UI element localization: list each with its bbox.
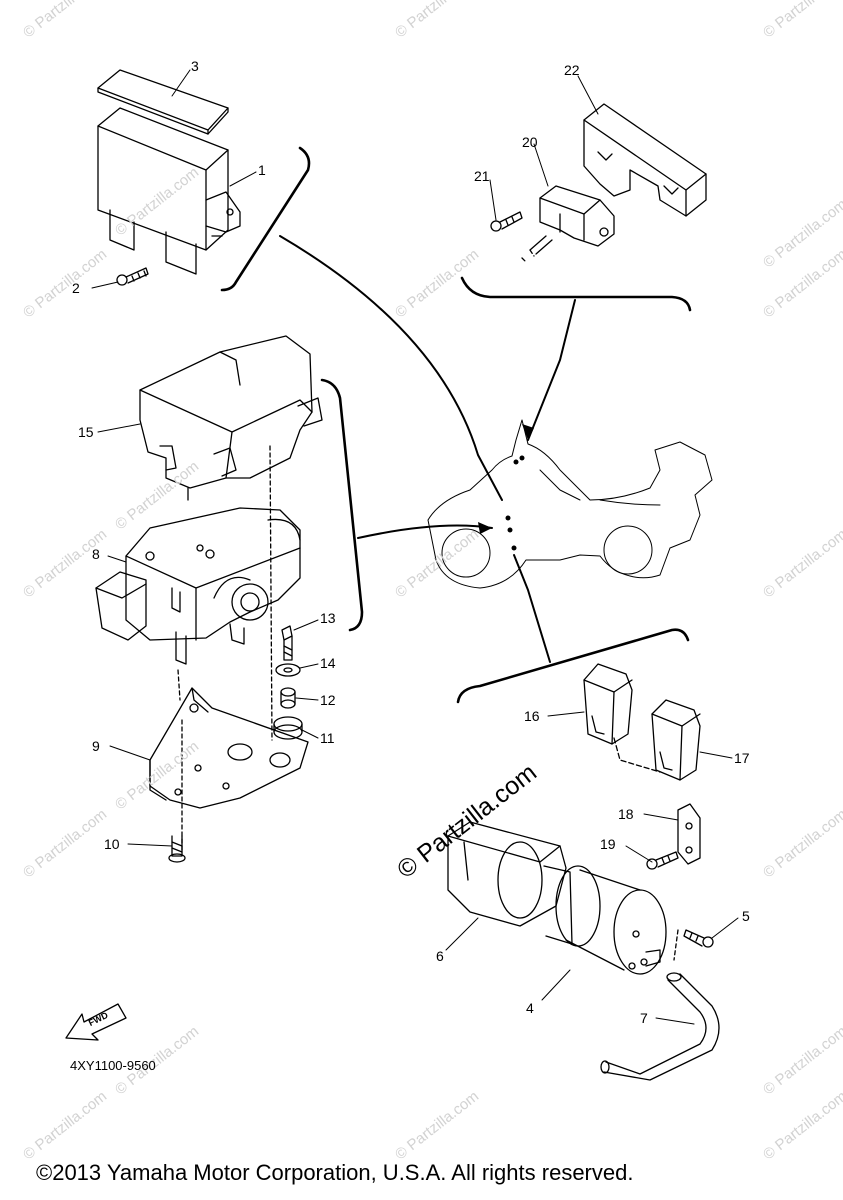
- callout-13: 13: [320, 610, 336, 626]
- callout-8: 8: [92, 546, 100, 562]
- callout-20: 20: [522, 134, 538, 150]
- callout-16: 16: [524, 708, 540, 724]
- callout-17: 17: [734, 750, 750, 766]
- fwd-arrow-icon: [65, 1003, 127, 1041]
- group-brackets: [220, 146, 692, 704]
- leader-top-right: [527, 299, 576, 441]
- part-3-pad: [97, 69, 229, 135]
- diagram-code: 4XY1100-9560: [70, 1058, 156, 1073]
- part-18-plate: [677, 803, 701, 865]
- part-15-cover: [139, 335, 323, 501]
- part-22-cover: [583, 103, 707, 217]
- part-21-screw: [490, 211, 523, 232]
- callout-10: 10: [104, 836, 120, 852]
- part-12-collar: [280, 687, 296, 709]
- leader-arrowheads: [478, 424, 534, 534]
- callout-12: 12: [320, 692, 336, 708]
- part-13-bolt: [281, 625, 293, 661]
- bracket-top-left: [220, 146, 311, 292]
- callout-7: 7: [640, 1010, 648, 1026]
- callout-6: 6: [436, 948, 444, 964]
- part-4-pump: [543, 865, 667, 975]
- part-2-screw: [116, 267, 149, 286]
- part-19-screw: [646, 851, 679, 870]
- part-10-screw: [168, 835, 186, 863]
- part-8-hydraulic-unit: [95, 507, 301, 665]
- part-5-screw: [683, 929, 714, 948]
- part-11-grommet: [273, 716, 303, 740]
- part-17-relay: [651, 699, 701, 781]
- callout-19: 19: [600, 836, 616, 852]
- part-9-bracket: [149, 687, 309, 851]
- part-20-relay-bracket: [521, 185, 615, 263]
- part-16-relay: [583, 663, 633, 745]
- assembly-line-right: [269, 445, 273, 741]
- callout-1: 1: [258, 162, 266, 178]
- leader-top-left: [279, 235, 503, 501]
- callout-2: 2: [72, 280, 80, 296]
- callout-4: 4: [526, 1000, 534, 1016]
- callout-15: 15: [78, 424, 94, 440]
- motorcycle-part-markers: [505, 455, 525, 551]
- leader-bottom: [513, 554, 551, 663]
- part-5-assembly-line: [673, 929, 679, 961]
- callout-leader-lines: [91, 69, 739, 1025]
- callout-22: 22: [564, 62, 580, 78]
- callout-3: 3: [191, 58, 199, 74]
- assembly-line-left: [177, 669, 181, 701]
- bracket-top-right: [460, 276, 692, 312]
- callout-18: 18: [618, 806, 634, 822]
- callout-21: 21: [474, 168, 490, 184]
- part-14-washer: [275, 663, 301, 677]
- copyright-notice: ©2013 Yamaha Motor Corporation, U.S.A. A…: [36, 1160, 634, 1185]
- part-1-control-unit: [97, 107, 241, 275]
- callout-5: 5: [742, 908, 750, 924]
- callout-14: 14: [320, 655, 336, 671]
- callout-11: 11: [320, 730, 335, 746]
- callout-9: 9: [92, 738, 100, 754]
- bracket-bottom: [456, 628, 690, 704]
- motorcycle-silhouette: [427, 419, 713, 589]
- part-7-hose: [600, 972, 720, 1081]
- relay-wire: [613, 737, 661, 773]
- bracket-middle: [320, 378, 364, 632]
